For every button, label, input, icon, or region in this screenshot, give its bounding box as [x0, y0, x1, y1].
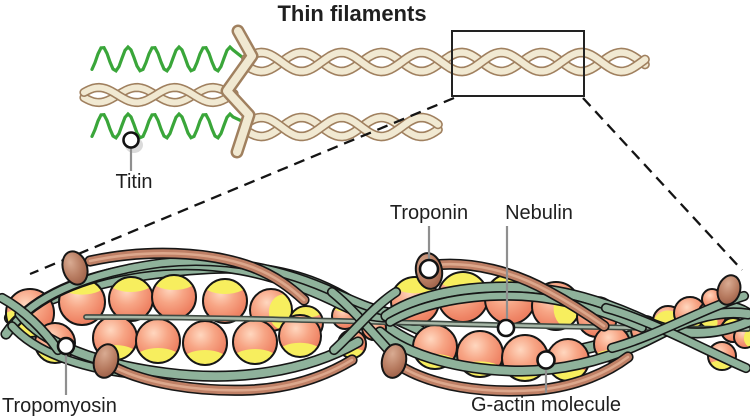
- projection-dash-left: [29, 96, 455, 276]
- label-nebulin: Nebulin: [505, 202, 573, 224]
- thin-filament-top-right: [241, 47, 650, 77]
- troponin-tails: [84, 247, 634, 397]
- troponin-tail-highlight: [110, 358, 354, 392]
- z-band-core: [223, 27, 256, 156]
- g-actin-sphere: [233, 320, 277, 364]
- label-markers: [56, 131, 556, 395]
- sphere-yellow-cap: [152, 275, 196, 290]
- text-labels: Thin filaments Titin Troponin Nebulin Tr…: [2, 1, 621, 417]
- magnified-filament: [0, 247, 750, 397]
- zoom-region-rectangle: [451, 30, 585, 97]
- troponin-oval: [716, 274, 742, 306]
- figure-title: Thin filaments: [277, 1, 426, 26]
- projection-dash-right: [582, 97, 743, 271]
- titin-wave: [90, 111, 248, 140]
- titin-spring-bottom: [90, 111, 248, 140]
- z-line-band: [220, 24, 259, 159]
- sphere-yellow-cap: [233, 349, 277, 364]
- tropomyosin-strand-core: [386, 292, 646, 332]
- label-titin: Titin: [115, 171, 152, 193]
- tropomyosin-strand-core: [330, 288, 400, 354]
- titin-wave: [90, 44, 249, 73]
- sphere-yellow-cap: [743, 328, 750, 348]
- marker-circle-g_actin: [536, 350, 556, 370]
- marker-circle-tropomyosin: [56, 336, 76, 356]
- g-actin-sphere: [109, 277, 153, 321]
- sphere-yellow-cap: [279, 342, 321, 357]
- troponin-oval: [61, 250, 89, 286]
- troponin-tail-highlight: [398, 355, 630, 393]
- tropomyosin-strands: [0, 256, 750, 382]
- overview-diagram: [29, 24, 743, 276]
- g-actin-sphere: [136, 319, 180, 363]
- actin-strand-core: [242, 49, 649, 75]
- sphere-yellow-cap: [289, 306, 323, 318]
- troponin-oval: [92, 343, 120, 379]
- sphere-outline: [202, 278, 248, 324]
- sphere-outline: [278, 314, 322, 358]
- g-actin-sphere: [203, 279, 247, 323]
- actin-strand-core: [242, 114, 442, 140]
- actin-strand-core: [81, 84, 237, 106]
- g-actin-sphere: [183, 321, 227, 365]
- sphere-yellow-cap: [183, 350, 227, 365]
- thin-filament-left: [79, 82, 239, 108]
- troponin-tail-highlight: [432, 262, 606, 328]
- titin-spring-top: [90, 44, 249, 73]
- marker-circle-nebulin: [496, 318, 516, 338]
- g-actin-sphere: [279, 315, 321, 357]
- sphere-yellow-cap: [203, 279, 247, 294]
- label-troponin: Troponin: [390, 202, 468, 224]
- tropomyosin-strand-core: [602, 304, 750, 372]
- sphere-yellow-cap: [109, 277, 153, 292]
- marker-circle-titin: [122, 131, 140, 149]
- troponin-oval: [380, 343, 408, 379]
- marker-circle-troponin: [418, 258, 440, 280]
- troponin-tail-highlight: [88, 252, 306, 302]
- tropomyosin-strand-core: [382, 282, 750, 337]
- tropomyosin-strand-core: [0, 294, 62, 354]
- label-g-actin: G-actin molecule: [471, 394, 621, 416]
- label-tropomyosin: Tropomyosin: [2, 395, 117, 417]
- g-actin-sphere: [152, 275, 196, 319]
- thin-filament-bottom-right: [241, 112, 443, 142]
- sphere-yellow-cap: [136, 348, 180, 363]
